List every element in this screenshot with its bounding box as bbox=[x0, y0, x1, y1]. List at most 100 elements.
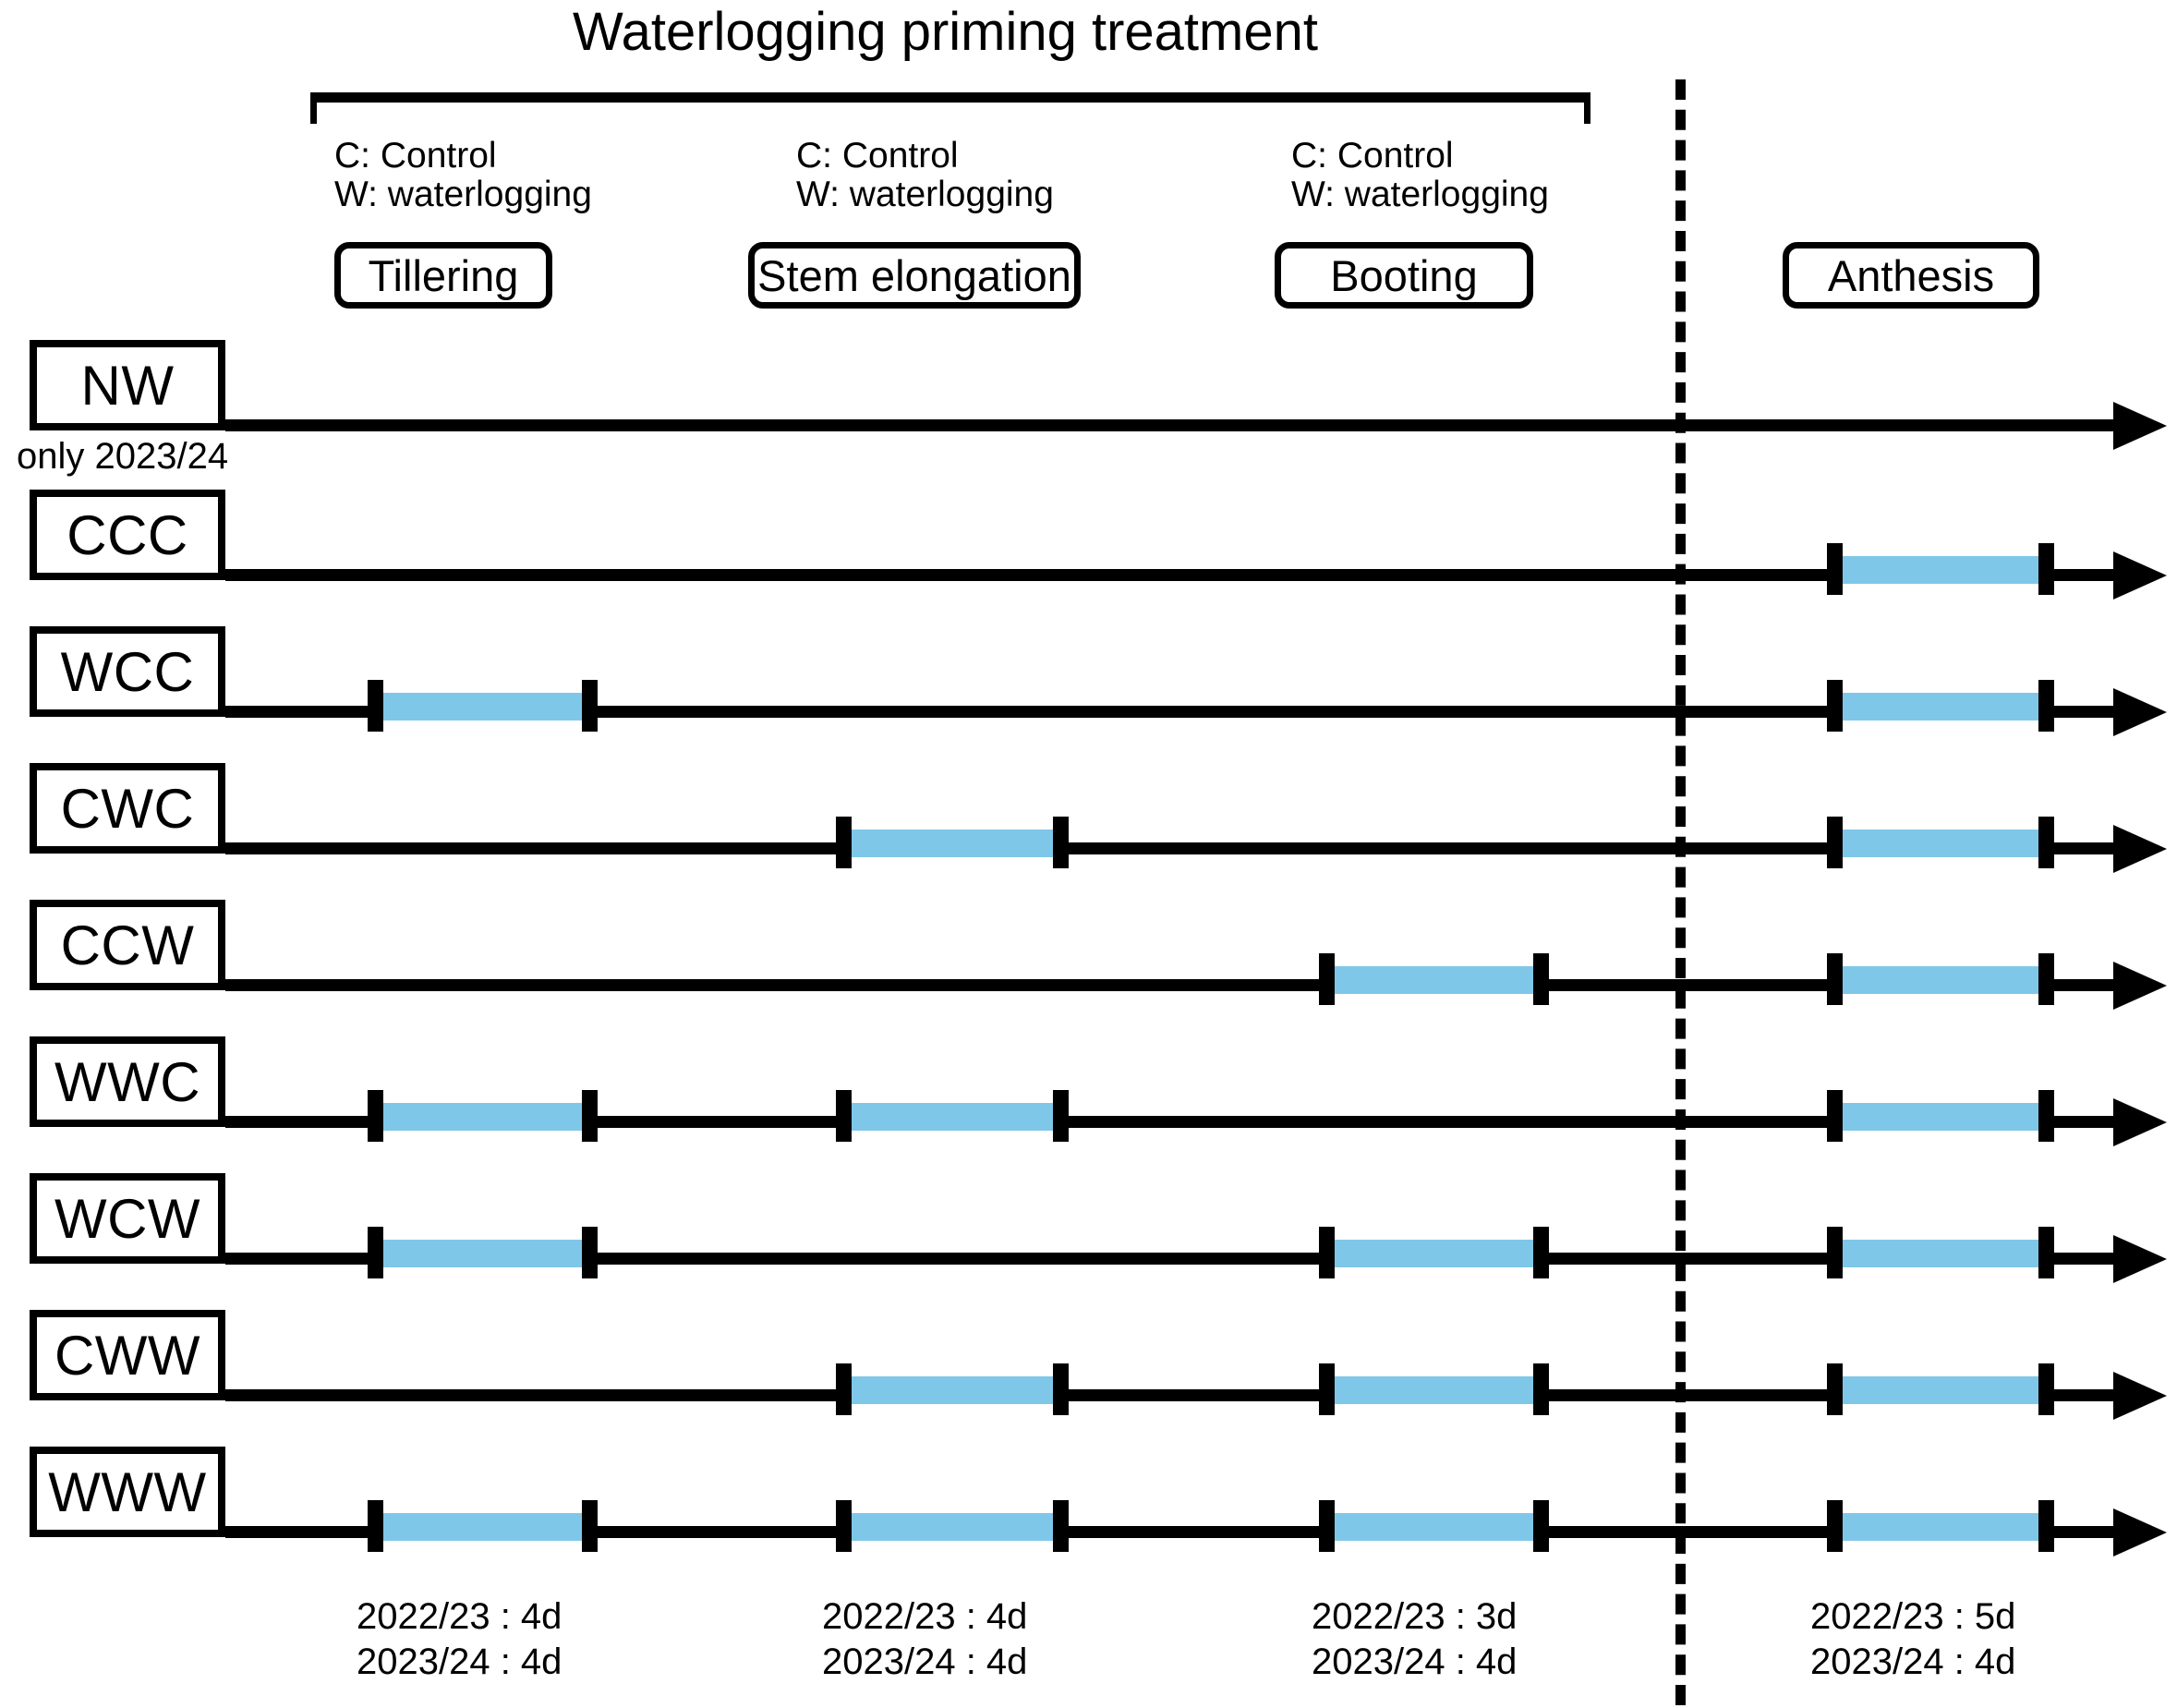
waterlogging-bar-anthesis bbox=[1836, 693, 2038, 721]
stage-box-booting[interactable]: Booting bbox=[1275, 242, 1533, 309]
period-tick-anthesis-end bbox=[2038, 1090, 2054, 1142]
period-tick-anthesis-start bbox=[1827, 953, 1843, 1005]
period-tick-tillering-end bbox=[582, 1500, 598, 1552]
waterlogging-bar-tillering bbox=[377, 1513, 582, 1541]
period-tick-stem_elongation-end bbox=[1053, 817, 1069, 868]
period-tick-stem_elongation-end bbox=[1053, 1500, 1069, 1552]
waterlogging-bar-tillering bbox=[377, 1240, 582, 1267]
waterlogging-bar-booting bbox=[1328, 966, 1533, 994]
timeline-arrowhead-icon bbox=[2113, 688, 2167, 736]
period-tick-anthesis-start bbox=[1827, 1227, 1843, 1278]
period-tick-tillering-start bbox=[368, 1227, 383, 1278]
period-tick-booting-end bbox=[1533, 953, 1549, 1005]
waterlogging-bar-stem_elongation bbox=[845, 1376, 1053, 1404]
treatment-row: CCW bbox=[0, 900, 2177, 1010]
stage-box-tillering[interactable]: Tillering bbox=[334, 242, 552, 309]
period-tick-booting-start bbox=[1319, 1227, 1335, 1278]
timeline-arrowhead-icon bbox=[2113, 1098, 2167, 1146]
treatment-label-text: WCW bbox=[54, 1187, 201, 1250]
waterlogging-bar-anthesis bbox=[1836, 830, 2038, 857]
treatment-row: CCC bbox=[0, 490, 2177, 600]
page-title: Waterlogging priming treatment bbox=[573, 2, 1318, 62]
nw-year-note: only 2023/24 bbox=[17, 436, 229, 477]
treatment-label-text: CWW bbox=[54, 1324, 201, 1387]
treatment-label-text: CWC bbox=[60, 777, 195, 840]
treatment-label-www[interactable]: WWW bbox=[30, 1447, 225, 1537]
treatment-label-wcw[interactable]: WCW bbox=[30, 1173, 225, 1264]
period-tick-tillering-start bbox=[368, 680, 383, 732]
waterlogging-bar-tillering bbox=[377, 693, 582, 721]
timeline-axis bbox=[225, 842, 2123, 854]
timeline-axis bbox=[225, 979, 2123, 991]
period-tick-stem_elongation-start bbox=[836, 1363, 852, 1415]
period-tick-anthesis-end bbox=[2038, 1500, 2054, 1552]
treatment-label-text: CCW bbox=[60, 914, 195, 976]
treatment-label-ccc[interactable]: CCC bbox=[30, 490, 225, 580]
timeline-axis bbox=[225, 1526, 2123, 1538]
treatment-label-text: NW bbox=[80, 354, 175, 417]
period-tick-anthesis-start bbox=[1827, 680, 1843, 732]
treatment-label-ccw[interactable]: CCW bbox=[30, 900, 225, 990]
period-tick-anthesis-start bbox=[1827, 1090, 1843, 1142]
waterlogging-bar-booting bbox=[1328, 1376, 1533, 1404]
treatment-label-cwc[interactable]: CWC bbox=[30, 763, 225, 854]
period-tick-booting-start bbox=[1319, 953, 1335, 1005]
timeline-axis bbox=[225, 1116, 2123, 1128]
period-tick-booting-start bbox=[1319, 1363, 1335, 1415]
period-tick-stem_elongation-end bbox=[1053, 1363, 1069, 1415]
period-tick-anthesis-end bbox=[2038, 543, 2054, 595]
period-tick-anthesis-end bbox=[2038, 1363, 2054, 1415]
duration-2023-24: 2023/24 : 4d bbox=[1312, 1641, 1518, 1682]
treatment-row: WWC bbox=[0, 1036, 2177, 1146]
waterlogging-bar-anthesis bbox=[1836, 1376, 2038, 1404]
period-tick-tillering-end bbox=[582, 680, 598, 732]
period-tick-anthesis-end bbox=[2038, 953, 2054, 1005]
timeline-arrowhead-icon bbox=[2113, 1235, 2167, 1283]
duration-2023-24: 2023/24 : 4d bbox=[1810, 1641, 2016, 1682]
duration-2022-23: 2022/23 : 5d bbox=[1810, 1596, 2016, 1637]
period-tick-anthesis-start bbox=[1827, 543, 1843, 595]
period-tick-tillering-start bbox=[368, 1090, 383, 1142]
duration-2023-24: 2023/24 : 4d bbox=[822, 1641, 1028, 1682]
phase-separator-dashed-line bbox=[1675, 79, 1686, 1705]
treatment-label-text: WWC bbox=[54, 1050, 201, 1113]
period-tick-anthesis-start bbox=[1827, 1500, 1843, 1552]
period-tick-tillering-start bbox=[368, 1500, 383, 1552]
period-tick-stem_elongation-start bbox=[836, 1090, 852, 1142]
period-tick-stem_elongation-end bbox=[1053, 1090, 1069, 1142]
stage-box-label: Stem elongation bbox=[757, 250, 1071, 300]
stage-box-anthesis[interactable]: Anthesis bbox=[1783, 242, 2039, 309]
treatment-row: CWW bbox=[0, 1310, 2177, 1420]
stage-box-label: Tillering bbox=[368, 250, 519, 300]
treatment-label-cww[interactable]: CWW bbox=[30, 1310, 225, 1400]
treatment-row: WCC bbox=[0, 626, 2177, 736]
duration-2022-23: 2022/23 : 4d bbox=[822, 1596, 1028, 1637]
timeline-axis bbox=[225, 569, 2123, 581]
waterlogging-bar-stem_elongation bbox=[845, 1103, 1053, 1131]
stage-box-stem_elongation[interactable]: Stem elongation bbox=[748, 242, 1081, 309]
treatment-label-text: CCC bbox=[67, 503, 188, 566]
treatment-label-wwc[interactable]: WWC bbox=[30, 1036, 225, 1127]
period-tick-stem_elongation-start bbox=[836, 1500, 852, 1552]
treatment-row: CWC bbox=[0, 763, 2177, 873]
treatment-label-nw[interactable]: NW bbox=[30, 340, 225, 430]
waterlogging-bar-tillering bbox=[377, 1103, 582, 1131]
timeline-axis bbox=[225, 706, 2123, 718]
treatment-row: NW bbox=[0, 340, 2177, 450]
period-tick-booting-end bbox=[1533, 1227, 1549, 1278]
waterlogging-bar-stem_elongation bbox=[845, 1513, 1053, 1541]
timeline-arrowhead-icon bbox=[2113, 551, 2167, 600]
waterlogging-bar-anthesis bbox=[1836, 1103, 2038, 1131]
timeline-arrowhead-icon bbox=[2113, 1508, 2167, 1557]
treatment-label-wcc[interactable]: WCC bbox=[30, 626, 225, 717]
period-tick-booting-end bbox=[1533, 1500, 1549, 1552]
legend-waterlogging-line: W: waterlogging bbox=[796, 174, 1054, 214]
legend-control-line: C: Control bbox=[334, 136, 497, 176]
